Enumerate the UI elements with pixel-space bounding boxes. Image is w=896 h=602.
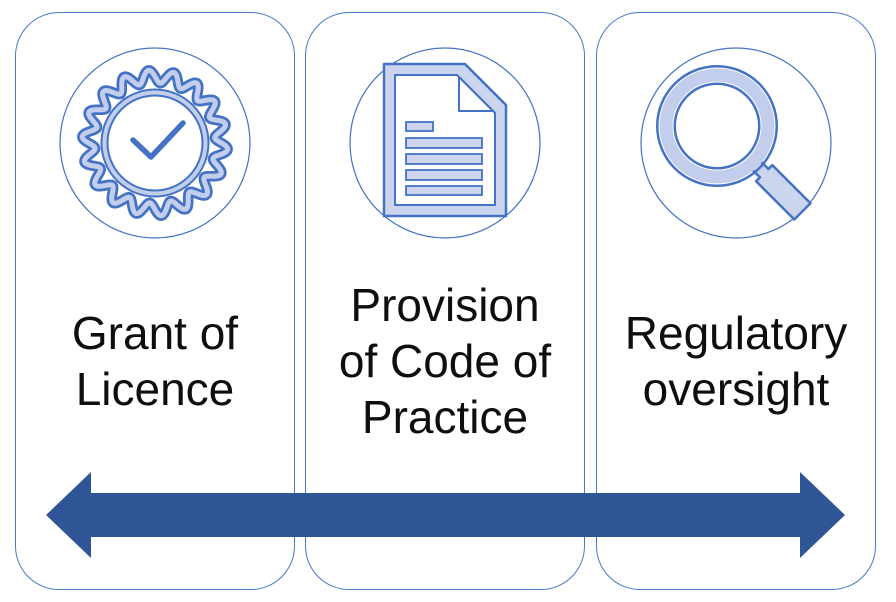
icon-enclosing-circle (59, 47, 251, 239)
badge-check-icon (59, 47, 251, 239)
text-line (405, 153, 483, 165)
card-regulatory-oversight: Regulatory oversight (596, 12, 876, 590)
icon-enclosing-circle (640, 47, 832, 239)
seal-inner-ring-core (102, 90, 208, 196)
magnifier-ring-inner (673, 82, 761, 170)
seal-wavy-ring-core (79, 67, 231, 219)
magnifier-handle (749, 158, 812, 221)
magnifying-glass-icon (640, 47, 832, 239)
card-grant-of-licence: Grant of Licence (15, 12, 295, 590)
card-label-regulatory-oversight: Regulatory oversight (624, 307, 848, 415)
icon-enclosing-circle (349, 47, 541, 239)
document-icon (349, 47, 541, 239)
card-label-grant-of-licence: Grant of Licence (71, 307, 239, 415)
magnifier-ring-fill (659, 68, 775, 184)
text-line (405, 137, 483, 149)
card-label-provision-of-code-of-practice: Provision of Code of Practice (338, 279, 552, 443)
text-line (405, 169, 483, 181)
text-line (405, 185, 483, 196)
text-line-short (405, 121, 434, 132)
magnifier-ring-outer (656, 65, 778, 187)
checkmark (130, 120, 186, 160)
card-provision-of-code-of-practice: Provision of Code of Practice (305, 12, 585, 590)
page-fold-corner (458, 76, 494, 112)
